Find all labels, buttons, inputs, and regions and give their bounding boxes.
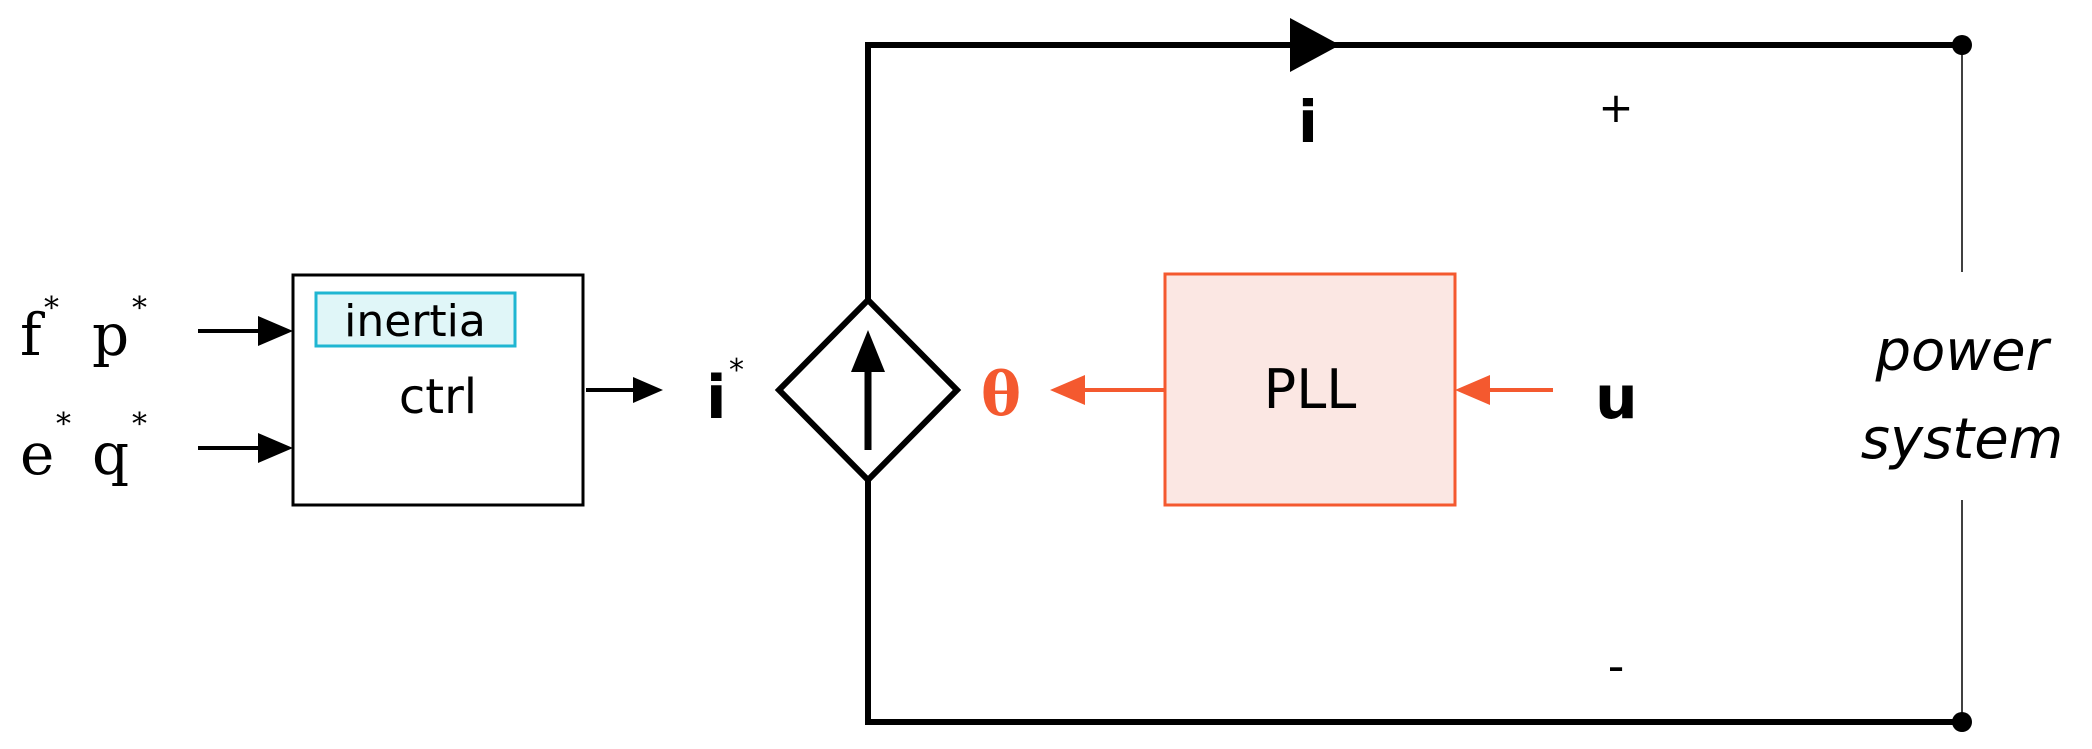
input-p-label: p [92, 301, 129, 369]
input-e-label: e [20, 420, 54, 488]
ctrl-label: ctrl [399, 369, 477, 425]
current-ref-star: * [729, 353, 744, 388]
voltage-label: u [1595, 363, 1638, 433]
power-system-line2: system [1861, 407, 2063, 472]
theta-label: θ [981, 360, 1021, 430]
current-direction-arrow [1290, 18, 1340, 72]
pll-block: PLL [1163, 272, 1457, 507]
ctrl-output-head [633, 377, 663, 403]
power-system-line1: power [1874, 319, 2051, 384]
arrow-e-q-head [258, 433, 293, 463]
pll-box [1163, 272, 1457, 507]
pll-input-head [1455, 375, 1490, 405]
input-f-label: f [20, 301, 45, 369]
arrow-f-p-head [258, 316, 293, 346]
input-p-star: * [132, 291, 147, 326]
input-arrows [198, 316, 293, 463]
input-q-label: q [92, 420, 129, 488]
source-arrow-head [851, 330, 885, 372]
input-q-star: * [132, 407, 147, 442]
inertia-label: inertia [344, 296, 486, 347]
input-e-star: * [56, 407, 71, 442]
pll-output-head [1050, 375, 1085, 405]
controlled-current-source [774, 295, 962, 485]
current-ref-label: i [706, 363, 727, 433]
bottom-wire [865, 480, 1962, 725]
controller-block: inertia ctrl [291, 273, 585, 507]
top-wire [865, 42, 1962, 300]
circuit-wires [865, 18, 1972, 732]
current-label: i [1298, 88, 1318, 156]
plus-label: + [1598, 83, 1633, 132]
pll-label: PLL [1264, 358, 1357, 421]
input-labels: f * p * e * q * [20, 291, 147, 488]
inertia-box [314, 291, 517, 348]
input-f-star: * [44, 291, 59, 326]
minus-label: - [1608, 639, 1625, 693]
